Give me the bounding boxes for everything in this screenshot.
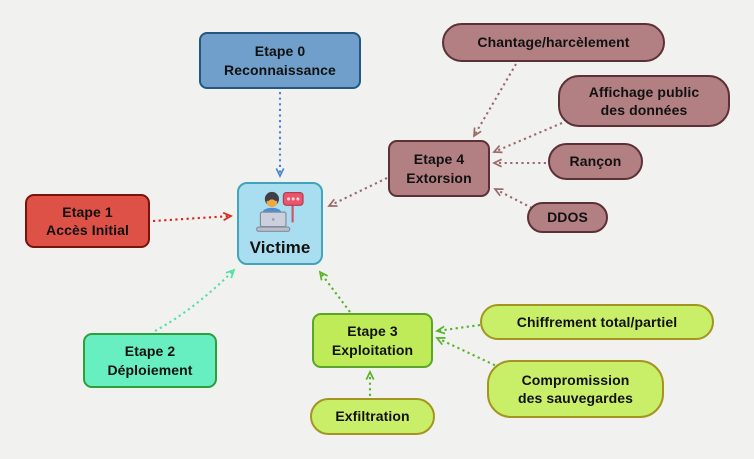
- compromission-line1: Compromission: [521, 371, 630, 388]
- etape0-line1: Etape 0: [254, 43, 306, 60]
- node-etape0: Etape 0 Reconnaissance: [199, 32, 361, 89]
- edge-etape2-victime: [154, 268, 236, 332]
- etape4-line2: Extorsion: [406, 169, 472, 186]
- rancon-label: Rançon: [569, 153, 622, 170]
- node-exfiltration: Exfiltration: [310, 398, 435, 435]
- node-etape3: Etape 3 Exploitation: [312, 313, 433, 368]
- etape2-line2: Déploiement: [107, 361, 193, 378]
- node-etape2: Etape 2 Déploiement: [83, 333, 217, 388]
- edge-etape3-victime: [318, 270, 351, 313]
- edge-etape1-victime: [152, 212, 233, 223]
- affichage-line2: des données: [600, 102, 688, 118]
- edge-ddos-etape4: [493, 188, 533, 209]
- edge-etape0-victime-arrowhead: [275, 168, 285, 178]
- compromission-line2: des sauvegardes: [517, 390, 634, 406]
- etape3-line1: Etape 3: [347, 323, 398, 340]
- etape1-line2: Accès Initial: [45, 222, 129, 238]
- edge-rancon-etape4: [492, 158, 546, 168]
- node-etape4: Etape 4 Extorsion: [388, 140, 490, 197]
- node-compromission: Compromission des sauvegardes: [487, 360, 664, 418]
- edge-chantage-etape4-arrowhead: [473, 127, 482, 138]
- etape1-line1: Etape 1: [62, 203, 113, 220]
- chiffrement-label: Chiffrement total/partiel: [516, 313, 678, 330]
- victime-label: Victime: [249, 237, 311, 257]
- node-etape1: Etape 1 Accès Initial: [25, 194, 150, 248]
- edge-rancon-etape4-arrowhead: [492, 158, 502, 168]
- edge-chantage-etape4: [473, 63, 517, 138]
- edge-compromission-etape3-arrowhead: [435, 337, 446, 346]
- edge-etape4-victime-arrowhead: [327, 198, 338, 207]
- edge-exfiltration-etape3: [365, 370, 375, 396]
- edge-etape4-victime: [327, 177, 388, 207]
- laptop-base: [256, 226, 291, 232]
- etape2-line1: Etape 2: [124, 343, 176, 360]
- node-rancon: Rançon: [548, 143, 643, 180]
- edge-chiffrement-etape3-arrowhead: [435, 325, 446, 335]
- edge-affichage-etape4-arrowhead: [492, 145, 503, 154]
- victim-at-computer-icon: [256, 191, 304, 232]
- etape3-line2: Exploitation: [331, 341, 414, 358]
- node-ddos: DDOS: [527, 202, 608, 233]
- ddos-label: DDOS: [547, 209, 588, 226]
- node-chiffrement: Chiffrement total/partiel: [480, 304, 714, 340]
- etape4-line1: Etape 4: [413, 151, 465, 168]
- edge-etape1-victime-arrowhead: [222, 212, 233, 221]
- edge-etape0-victime: [275, 92, 285, 178]
- exfiltration-label: Exfiltration: [335, 408, 410, 425]
- edge-chiffrement-etape3: [435, 323, 481, 335]
- edge-exfiltration-etape3-arrowhead: [365, 370, 375, 380]
- edge-ddos-etape4-arrowhead: [493, 188, 504, 197]
- edge-affichage-etape4: [492, 122, 563, 154]
- speech-bubble-stick: [291, 196, 294, 223]
- node-affichage: Affichage public des données: [558, 75, 730, 127]
- affichage-line1: Affichage public: [588, 83, 700, 100]
- edge-etape3-victime-arrowhead: [318, 270, 328, 281]
- node-chantage: Chantage/harcèlement: [442, 23, 665, 62]
- etape0-line2: Reconnaissance: [224, 61, 336, 78]
- edge-etape2-victime-arrowhead: [225, 268, 236, 279]
- node-victime: Victime: [237, 182, 323, 265]
- chantage-label: Chantage/harcèlement: [477, 34, 630, 51]
